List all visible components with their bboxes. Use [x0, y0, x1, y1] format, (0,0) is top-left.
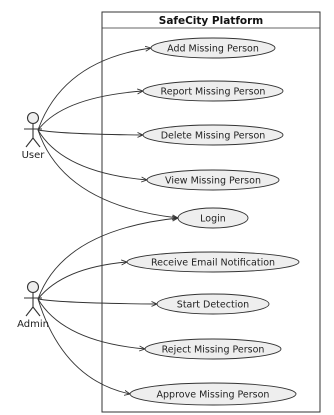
stick-figure-icon — [24, 111, 42, 148]
associations — [37, 48, 178, 394]
use-case-label: Reject Missing Person — [162, 345, 265, 356]
system-boundary-box — [101, 11, 321, 413]
association-user-add-missing-person — [37, 48, 151, 131]
association-user-login — [37, 129, 178, 218]
association-user-view-missing-person — [37, 129, 147, 180]
use-case-approve-missing-person[interactable]: Approve Missing Person — [129, 382, 297, 406]
use-case-login[interactable]: Login — [177, 207, 249, 229]
use-case-label: Approve Missing Person — [157, 390, 270, 401]
actor-admin[interactable]: Admin — [17, 280, 49, 331]
association-admin-start-detection — [37, 298, 157, 304]
use-case-delete-missing-person[interactable]: Delete Missing Person — [142, 124, 284, 146]
use-case-reject-missing-person[interactable]: Reject Missing Person — [144, 338, 282, 360]
use-case-start-detection[interactable]: Start Detection — [156, 293, 270, 315]
association-admin-login — [37, 218, 178, 300]
association-user-delete-missing-person — [37, 129, 143, 135]
use-case-label: Add Missing Person — [167, 44, 259, 55]
stick-figure-icon — [24, 280, 42, 317]
use-case-add-missing-person[interactable]: Add Missing Person — [150, 37, 276, 59]
actor-user[interactable]: User — [22, 111, 46, 162]
use-case-report-missing-person[interactable]: Report Missing Person — [142, 80, 284, 102]
association-admin-receive-email-notification — [37, 262, 127, 300]
use-case-label: Start Detection — [177, 300, 249, 311]
system-boundary: SafeCity Platform — [101, 11, 321, 413]
use-cases: Add Missing Person Report Missing Person… — [126, 37, 300, 406]
use-case-view-missing-person[interactable]: View Missing Person — [146, 169, 280, 191]
use-case-label: Report Missing Person — [161, 87, 266, 98]
use-case-label: Login — [200, 214, 226, 225]
use-case-label: View Missing Person — [165, 176, 261, 187]
association-admin-reject-missing-person — [37, 298, 145, 349]
system-title: SafeCity Platform — [159, 15, 264, 27]
use-case-label: Delete Missing Person — [161, 131, 266, 142]
actor-label: Admin — [17, 319, 49, 330]
use-case-label: Receive Email Notification — [151, 258, 275, 269]
association-user-report-missing-person — [37, 91, 143, 131]
use-case-receive-email-notification[interactable]: Receive Email Notification — [126, 251, 300, 273]
actor-label: User — [22, 150, 46, 161]
association-admin-approve-missing-person — [37, 298, 130, 394]
